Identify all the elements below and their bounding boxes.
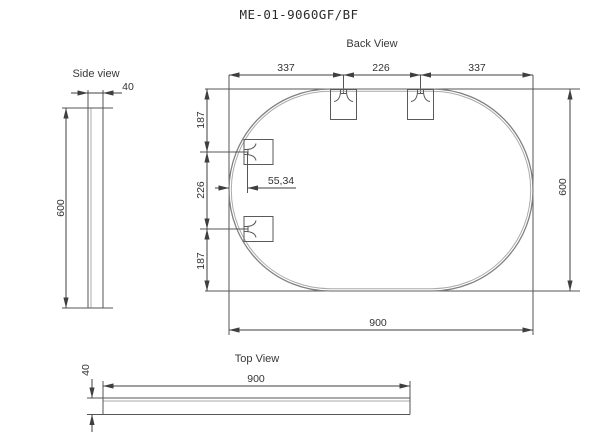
hanger-bracket-top-left	[330, 89, 357, 120]
dim-back-bottom-900-label: 900	[369, 317, 387, 329]
dim-back-top-337-right-label: 337	[468, 62, 486, 74]
side-view-drawing: 40 600	[55, 81, 134, 309]
dim-top-40-label: 40	[80, 364, 92, 376]
hanger-bracket-left-lower	[243, 216, 274, 242]
dim-back-top-337-left-label: 337	[277, 62, 295, 74]
hanger-bracket-square	[330, 89, 357, 120]
dim-back-top-226-label: 226	[372, 62, 390, 74]
top-view-drawing: 900 40	[80, 364, 411, 432]
dim-back-right-600-label: 600	[557, 178, 569, 196]
hanger-bracket-left-upper	[243, 139, 274, 165]
dim-back-left-226-label: 226	[195, 181, 207, 199]
page-title: ME-01-9060GF/BF	[240, 7, 359, 22]
keyhole-fan-arcs	[246, 220, 257, 238]
keyhole-fan-arcs	[333, 91, 354, 102]
dim-side-600-label: 600	[55, 199, 67, 217]
keyhole-slot-icon	[417, 89, 424, 94]
hanger-bracket-top-right	[407, 89, 434, 120]
top-view-label: Top View	[235, 353, 279, 365]
mirror-oval-outline-inner	[230, 90, 532, 290]
keyhole-slot-icon	[340, 89, 347, 94]
dim-back-left-187-bottom-label: 187	[195, 252, 207, 270]
keyhole-fan-arcs	[410, 91, 431, 102]
back-view-label: Back View	[346, 38, 397, 50]
keyhole-slot-icon	[244, 226, 249, 232]
dim-side-40-label: 40	[122, 81, 134, 93]
hanger-bracket-square	[407, 89, 434, 120]
mirror-oval-outline-outer	[228, 88, 534, 292]
dim-back-left-187-top-label: 187	[195, 111, 207, 129]
side-view-label: Side view	[72, 68, 119, 80]
dim-top-900-label: 900	[247, 373, 265, 385]
dim-keyhole-inset-label: 55,34	[268, 175, 294, 187]
back-view-drawing: 337 226 337 187 226 187 55,34 600 900	[195, 62, 580, 335]
